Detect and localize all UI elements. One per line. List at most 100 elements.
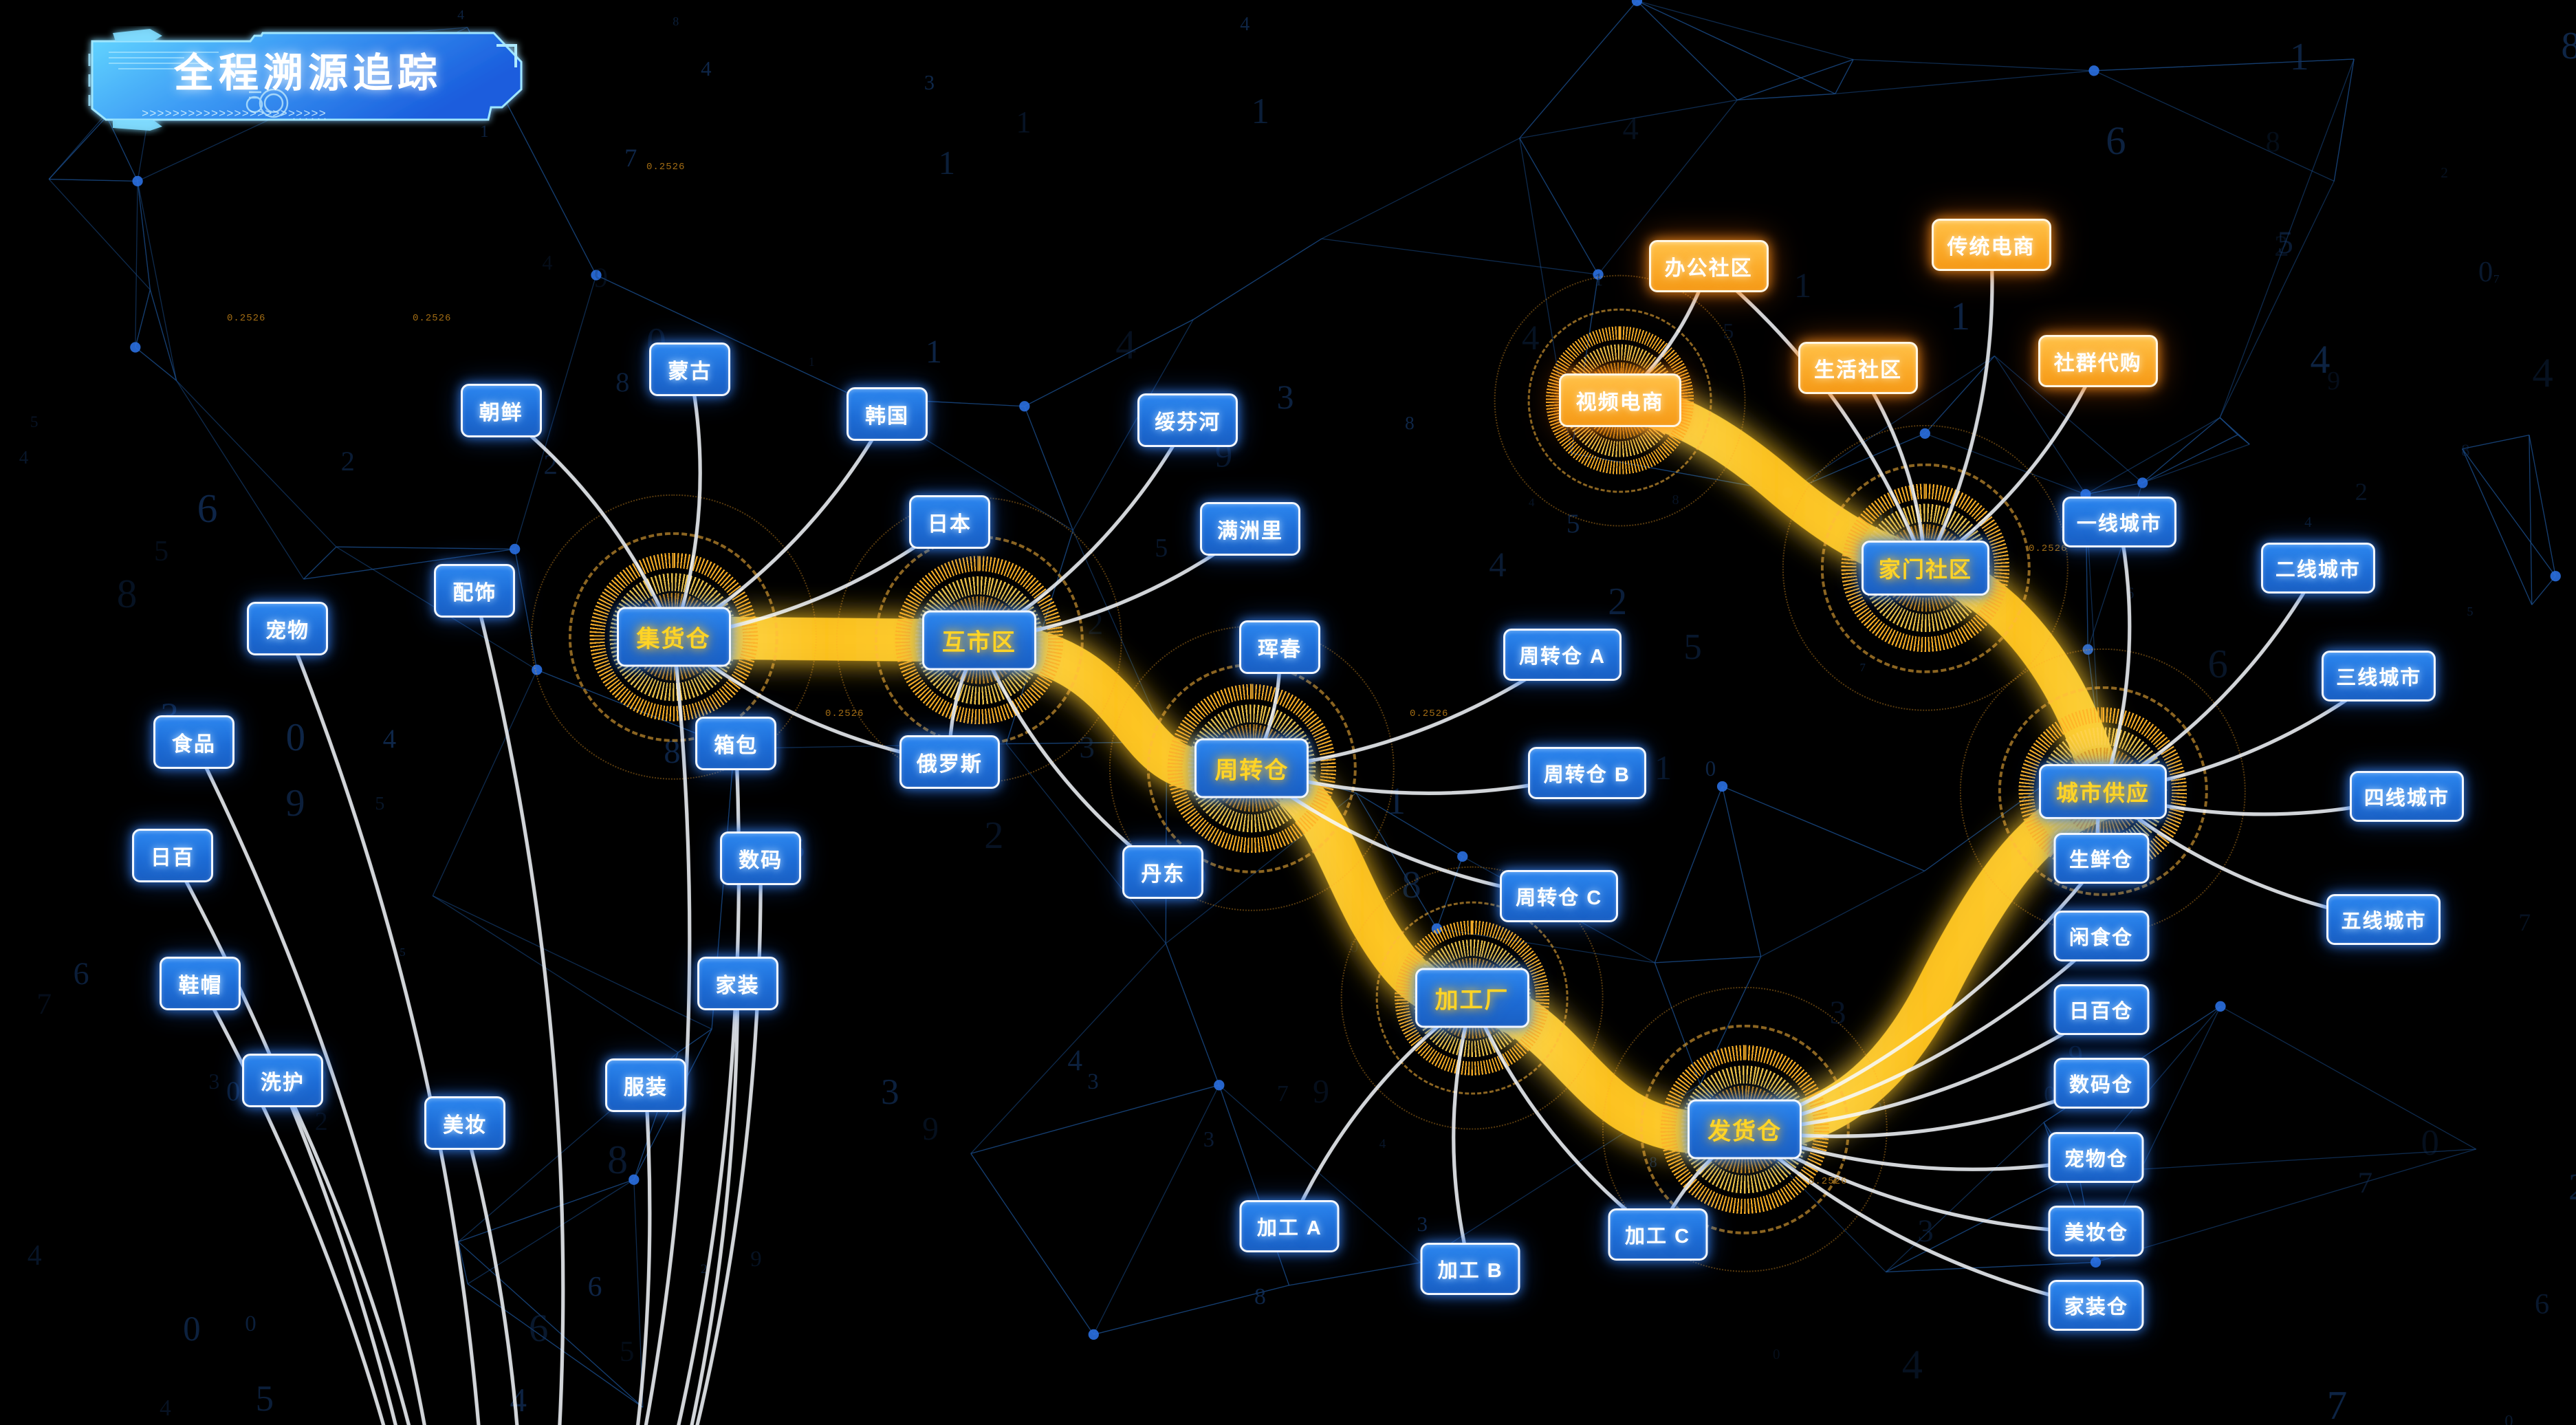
node-chip-w5[interactable]: 宠物仓	[2048, 1131, 2144, 1183]
node-chip-label: 数码	[739, 849, 783, 873]
node-chip-label: 加工 A	[1256, 1217, 1322, 1240]
node-chip-c2[interactable]: 二线城市	[2260, 542, 2375, 594]
node-chip-w6[interactable]: 美妆仓	[2048, 1206, 2144, 1257]
node-chip-shenghuosq[interactable]: 生活社区	[1798, 341, 1918, 394]
title-banner: 全程溯源追踪 >>>>>>>>>>>>>>>>>>>>>>>> ......	[81, 26, 535, 136]
node-chip-zzb[interactable]: 周转仓 B	[1527, 747, 1646, 800]
node-chip-huichun[interactable]: 珲春	[1239, 620, 1321, 674]
node-chip-jiagongchang[interactable]: 加工厂	[1415, 968, 1529, 1028]
node-chip-label: 视频电商	[1575, 391, 1664, 415]
node-chip-chaoxian[interactable]: 朝鲜	[460, 383, 542, 437]
hud-readout: 0.2526	[1410, 708, 1449, 719]
node-chip-label: 一线城市	[2076, 513, 2162, 536]
connector-jihuocang-hanguo	[673, 413, 889, 640]
hud-readout: 0.2526	[1809, 1176, 1848, 1187]
node-chip-label: 传统电商	[1947, 235, 2035, 259]
node-chip-label: 俄罗斯	[916, 752, 983, 776]
node-chip-label: 服装	[623, 1076, 668, 1099]
banner-chevrons: >>>>>>>>>>>>>>>>>>>>>>>>	[142, 108, 327, 121]
node-chip-label: 生鲜仓	[2069, 849, 2134, 872]
node-chip-label: 家装	[715, 974, 760, 997]
node-chip-label: 丹东	[1141, 862, 1186, 886]
node-chip-fahuocang[interactable]: 发货仓	[1688, 1099, 1802, 1160]
node-chip-xihu[interactable]: 洗护	[241, 1053, 323, 1107]
node-chip-label: 加工 C	[1625, 1226, 1691, 1248]
node-chip-shipin[interactable]: 食品	[153, 715, 234, 769]
node-chip-jiamenshequ[interactable]: 家门社区	[1861, 540, 1989, 596]
node-chip-label: 洗护	[260, 1071, 305, 1094]
node-chip-label: 珲春	[1258, 638, 1302, 661]
node-chip-dandong[interactable]: 丹东	[1122, 845, 1204, 899]
node-chip-label: 发货仓	[1707, 1118, 1782, 1145]
connector-jihuocang-menggu	[672, 369, 702, 638]
node-chip-c5[interactable]: 五线城市	[2326, 893, 2441, 945]
node-chip-manzhouli[interactable]: 满洲里	[1200, 501, 1301, 556]
node-chip-suifenhe[interactable]: 绥芬河	[1137, 393, 1238, 448]
node-chip-chongwu[interactable]: 宠物	[247, 602, 329, 656]
node-chip-menggu[interactable]: 蒙古	[649, 342, 731, 397]
node-chip-c3[interactable]: 三线城市	[2322, 651, 2436, 702]
node-chip-label: 美妆仓	[2064, 1222, 2128, 1245]
banner-dots: ......	[291, 111, 328, 123]
node-chip-hanguo[interactable]: 韩国	[847, 387, 928, 441]
node-chip-c4[interactable]: 四线城市	[2349, 770, 2464, 822]
node-chip-label: 箱包	[714, 735, 758, 758]
node-chip-jgb[interactable]: 加工 B	[1420, 1243, 1520, 1296]
node-chip-zzc[interactable]: 周转仓 C	[1500, 870, 1619, 923]
node-chip-w4[interactable]: 数码仓	[2053, 1058, 2150, 1109]
node-chip-label: 朝鲜	[479, 401, 523, 424]
node-chip-label: 集货仓	[636, 626, 711, 653]
node-chip-c1[interactable]: 一线城市	[2062, 497, 2176, 548]
node-chip-fuzhuang[interactable]: 服装	[604, 1058, 686, 1112]
node-chip-label: 社群代购	[2053, 352, 2142, 376]
connector-hex-chongwu	[285, 629, 481, 1425]
connector-jiamenshequ-shenghuosq	[1856, 367, 1928, 569]
node-chip-zhouzhuan[interactable]: 周转仓	[1194, 738, 1309, 798]
node-chip-w2[interactable]: 闲食仓	[2053, 910, 2150, 961]
node-chip-jga[interactable]: 加工 A	[1239, 1200, 1340, 1253]
node-chip-label: 周转仓 B	[1543, 764, 1630, 787]
connector-hex-meizhuang	[463, 1123, 519, 1425]
node-chip-w1[interactable]: 生鲜仓	[2053, 833, 2150, 884]
node-chip-label: 加工厂	[1434, 987, 1509, 1014]
node-chip-jiazhuang[interactable]: 家装	[697, 956, 778, 1010]
connector-hex-peishi	[472, 591, 565, 1425]
node-chip-zza[interactable]: 周转仓 A	[1503, 629, 1622, 682]
node-chip-label: 四线城市	[2364, 787, 2449, 809]
connector-hex-jihuocang	[644, 637, 692, 1425]
node-chip-label: 蒙古	[668, 360, 712, 384]
node-chip-hushiqu[interactable]: 互市区	[921, 610, 1036, 671]
node-chip-ribai[interactable]: 日百	[131, 828, 213, 882]
node-chip-jihuocang[interactable]: 集货仓	[616, 607, 731, 667]
node-chip-riben[interactable]: 日本	[908, 495, 990, 550]
connector-hushiqu-dandong	[977, 640, 1165, 874]
node-chip-xiemao[interactable]: 鞋帽	[160, 956, 241, 1010]
node-chip-peishi[interactable]: 配饰	[434, 564, 516, 618]
node-chip-shuma[interactable]: 数码	[720, 831, 802, 886]
node-chip-chengshigongying[interactable]: 城市供应	[2038, 763, 2167, 819]
node-chip-w7[interactable]: 家装仓	[2048, 1279, 2144, 1331]
node-chip-w3[interactable]: 日百仓	[2053, 984, 2150, 1036]
node-chip-shipinds[interactable]: 视频电商	[1558, 373, 1681, 428]
node-chip-label: 办公社区	[1664, 257, 1753, 280]
node-chip-shequndg[interactable]: 社群代购	[2038, 335, 2158, 388]
connector-hex-xiangbao	[677, 744, 741, 1425]
node-chip-bangongsq[interactable]: 办公社区	[1648, 239, 1769, 292]
node-chip-jgc[interactable]: 加工 C	[1608, 1208, 1708, 1261]
node-chip-eluosi[interactable]: 俄罗斯	[899, 735, 1000, 789]
hud-readout: 0.2526	[227, 313, 266, 324]
node-chip-label: 生活社区	[1813, 358, 1902, 382]
node-chip-label: 周转仓	[1214, 757, 1289, 784]
connector-hex-ribai	[171, 855, 397, 1425]
hud-readout: 0.2526	[2029, 543, 2068, 554]
connector-jihuocang-chaoxian	[500, 409, 675, 638]
hud-readout: 0.2526	[646, 162, 686, 173]
node-chip-label: 周转仓 A	[1518, 646, 1606, 668]
node-chip-chuantongds[interactable]: 传统电商	[1931, 218, 2051, 271]
node-chip-xiangbao[interactable]: 箱包	[695, 717, 777, 771]
node-chip-label: 家装仓	[2064, 1296, 2128, 1318]
node-chip-label: 二线城市	[2275, 558, 2361, 581]
node-chip-label: 互市区	[941, 629, 1016, 656]
node-chip-meizhuang[interactable]: 美妆	[424, 1096, 506, 1150]
